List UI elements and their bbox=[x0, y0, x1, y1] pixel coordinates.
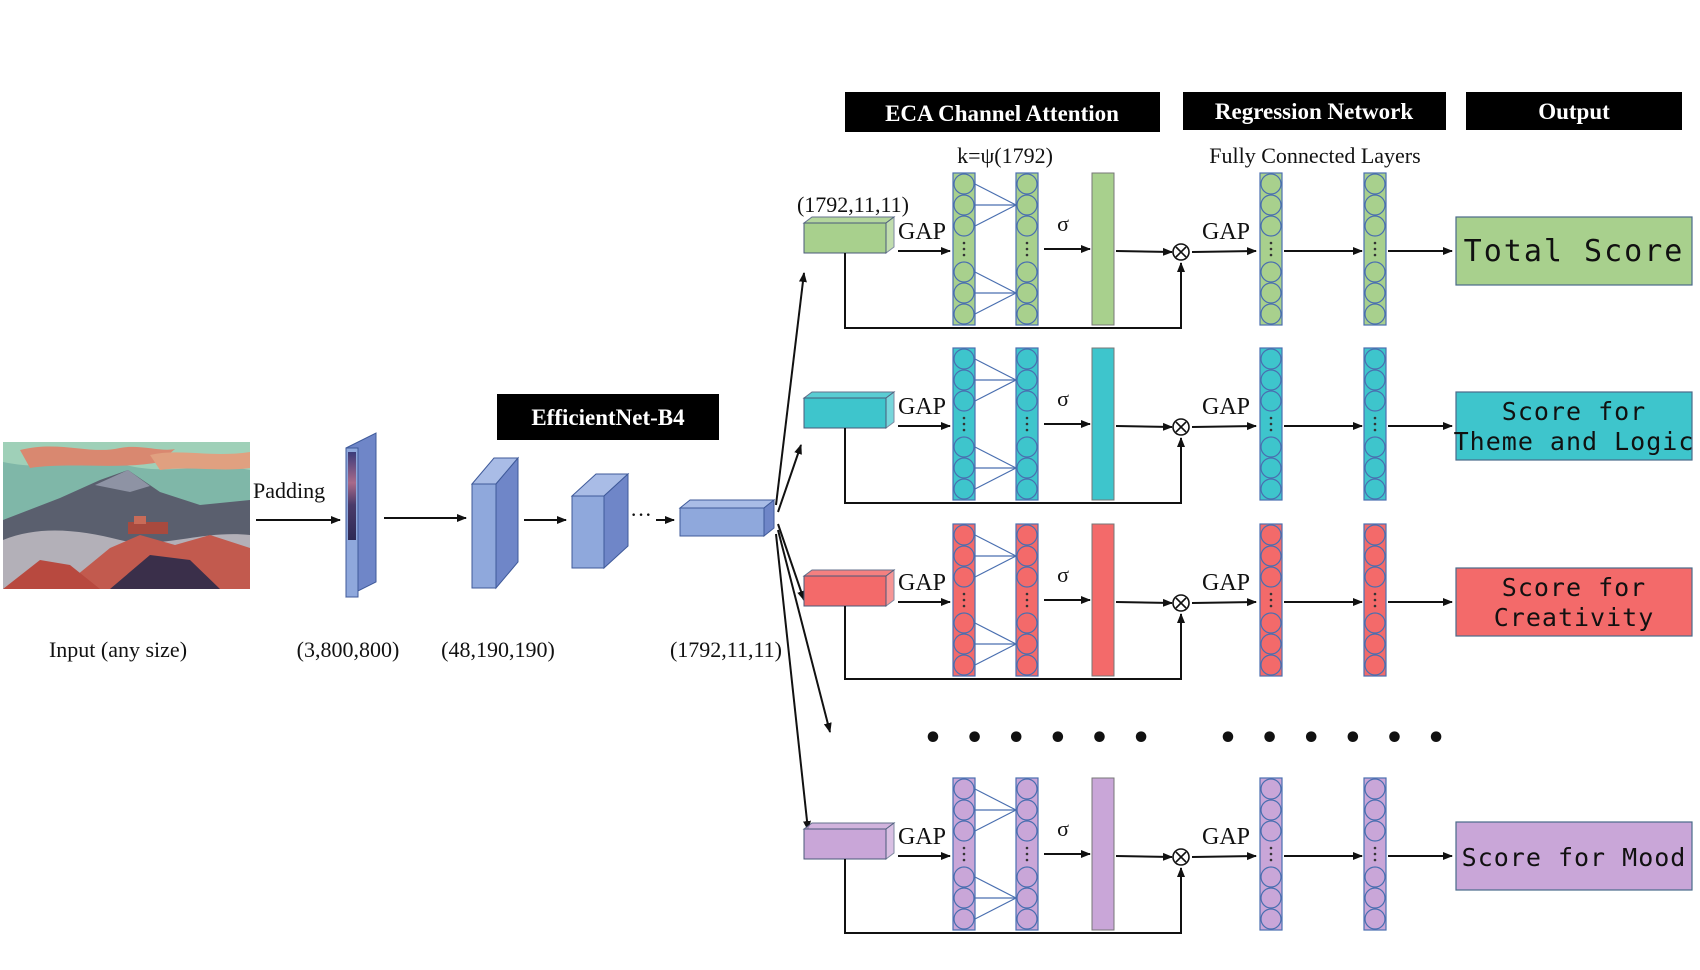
fc-layer-1 bbox=[1259, 523, 1283, 677]
gap-label-regression: GAP bbox=[1202, 570, 1250, 596]
output-box-4: Score for Mood bbox=[1455, 821, 1693, 891]
dim-label-padded: (3,800,800) bbox=[297, 637, 400, 662]
output-label: Score for Mood bbox=[1462, 843, 1687, 872]
dim-label-block1: (48,190,190) bbox=[441, 637, 555, 662]
fanout-arrows bbox=[775, 272, 832, 831]
backbone-block-2 bbox=[570, 472, 630, 570]
output-label-line2: Creativity bbox=[1494, 603, 1655, 632]
output-label-line2: Theme and Logic bbox=[1454, 427, 1695, 456]
gap-label-eca: GAP bbox=[898, 219, 946, 245]
branch-feature-map bbox=[802, 822, 896, 860]
sigma-label: σ bbox=[1057, 211, 1069, 236]
sigma-label: σ bbox=[1057, 562, 1069, 587]
fc-layer-1 bbox=[1259, 347, 1283, 501]
fc-layer-2 bbox=[1363, 172, 1387, 326]
branch-feature-map bbox=[802, 569, 896, 607]
header-efficientnet: EfficientNet-B4 bbox=[497, 394, 719, 440]
fc-layer-2 bbox=[1363, 777, 1387, 931]
skip-connection bbox=[844, 859, 1185, 934]
arrow-to-multiply bbox=[1115, 852, 1173, 861]
gap-label-regression: GAP bbox=[1202, 219, 1250, 245]
attention-weights-bar bbox=[1091, 777, 1115, 931]
header-eca: ECA Channel Attention bbox=[845, 92, 1160, 132]
sigma-label: σ bbox=[1057, 386, 1069, 411]
eca-conv-connections bbox=[974, 183, 1017, 315]
multiply-icon bbox=[1172, 848, 1190, 866]
fc-layer-1 bbox=[1259, 172, 1283, 326]
eca-k-label: k=ψ(1792) bbox=[957, 143, 1053, 168]
fc-layer-2 bbox=[1363, 347, 1387, 501]
backbone-block-3 bbox=[678, 498, 776, 538]
eca-conv-connections bbox=[974, 534, 1017, 666]
padding-label: Padding bbox=[253, 478, 325, 503]
eca-input-column bbox=[952, 523, 976, 677]
skip-connection bbox=[844, 253, 1185, 329]
eca-input-column bbox=[952, 172, 976, 326]
branch-feature-map bbox=[802, 391, 896, 429]
backbone-ellipsis: ··· bbox=[630, 502, 652, 527]
eca-output-column bbox=[1015, 777, 1039, 931]
multiply-icon bbox=[1172, 594, 1190, 612]
header-regression: Regression Network bbox=[1183, 92, 1446, 130]
gap-arrow-regression bbox=[1191, 598, 1257, 607]
eca-ellipsis-dots: • • • • • • bbox=[923, 721, 1156, 756]
output-label-line1: Score for bbox=[1502, 397, 1646, 426]
padded-input-slab bbox=[345, 432, 377, 598]
multiply-icon bbox=[1172, 243, 1190, 261]
branch-1: GAP σ GAP Total Score bbox=[802, 172, 1693, 329]
multiply-icon bbox=[1172, 418, 1190, 436]
skip-connection bbox=[844, 428, 1185, 504]
sigma-label: σ bbox=[1057, 816, 1069, 841]
gap-arrow-regression bbox=[1191, 247, 1257, 256]
gap-label-regression: GAP bbox=[1202, 394, 1250, 420]
input-image bbox=[3, 442, 250, 589]
branch-4: GAP σ GAP Score for Mood bbox=[802, 777, 1693, 934]
eca-conv-connections bbox=[974, 358, 1017, 490]
eca-output-column bbox=[1015, 347, 1039, 501]
eca-output-column bbox=[1015, 523, 1039, 677]
efficientnet-title: EfficientNet-B4 bbox=[531, 405, 685, 430]
regression-title: Regression Network bbox=[1215, 99, 1413, 124]
branch-feature-map bbox=[802, 216, 896, 254]
gap-label-eca: GAP bbox=[898, 570, 946, 596]
fc-ellipsis-dots: • • • • • • bbox=[1218, 721, 1451, 756]
output-box-1: Total Score bbox=[1455, 216, 1693, 286]
attention-weights-bar bbox=[1091, 523, 1115, 677]
fully-connected-label: Fully Connected Layers bbox=[1209, 143, 1420, 168]
eca-input-column bbox=[952, 777, 976, 931]
input-size-label: Input (any size) bbox=[49, 637, 187, 662]
output-title: Output bbox=[1538, 99, 1610, 124]
arrow-to-multiply bbox=[1115, 422, 1173, 431]
header-output: Output bbox=[1466, 92, 1682, 130]
gap-label-regression: GAP bbox=[1202, 824, 1250, 850]
eca-conv-connections bbox=[974, 788, 1017, 920]
output-label: Total Score bbox=[1464, 234, 1685, 269]
dim-label-feature: (1792,11,11) bbox=[670, 637, 782, 662]
fc-layer-2 bbox=[1363, 523, 1387, 677]
arrow-to-multiply bbox=[1115, 247, 1173, 256]
gap-label-eca: GAP bbox=[898, 394, 946, 420]
gap-label-eca: GAP bbox=[898, 824, 946, 850]
eca-output-column bbox=[1015, 172, 1039, 326]
eca-input-column bbox=[952, 347, 976, 501]
output-label-line1: Score for bbox=[1502, 573, 1646, 602]
gap-arrow-regression bbox=[1191, 852, 1257, 861]
branch-dim-label: (1792,11,11) bbox=[797, 192, 909, 217]
attention-weights-bar bbox=[1091, 172, 1115, 326]
gap-arrow-regression bbox=[1191, 422, 1257, 431]
attention-weights-bar bbox=[1091, 347, 1115, 501]
arrow-to-multiply bbox=[1115, 598, 1173, 607]
eca-title: ECA Channel Attention bbox=[885, 101, 1119, 126]
fc-layer-1 bbox=[1259, 777, 1283, 931]
backbone-block-1 bbox=[470, 456, 520, 590]
skip-connection bbox=[844, 606, 1185, 680]
